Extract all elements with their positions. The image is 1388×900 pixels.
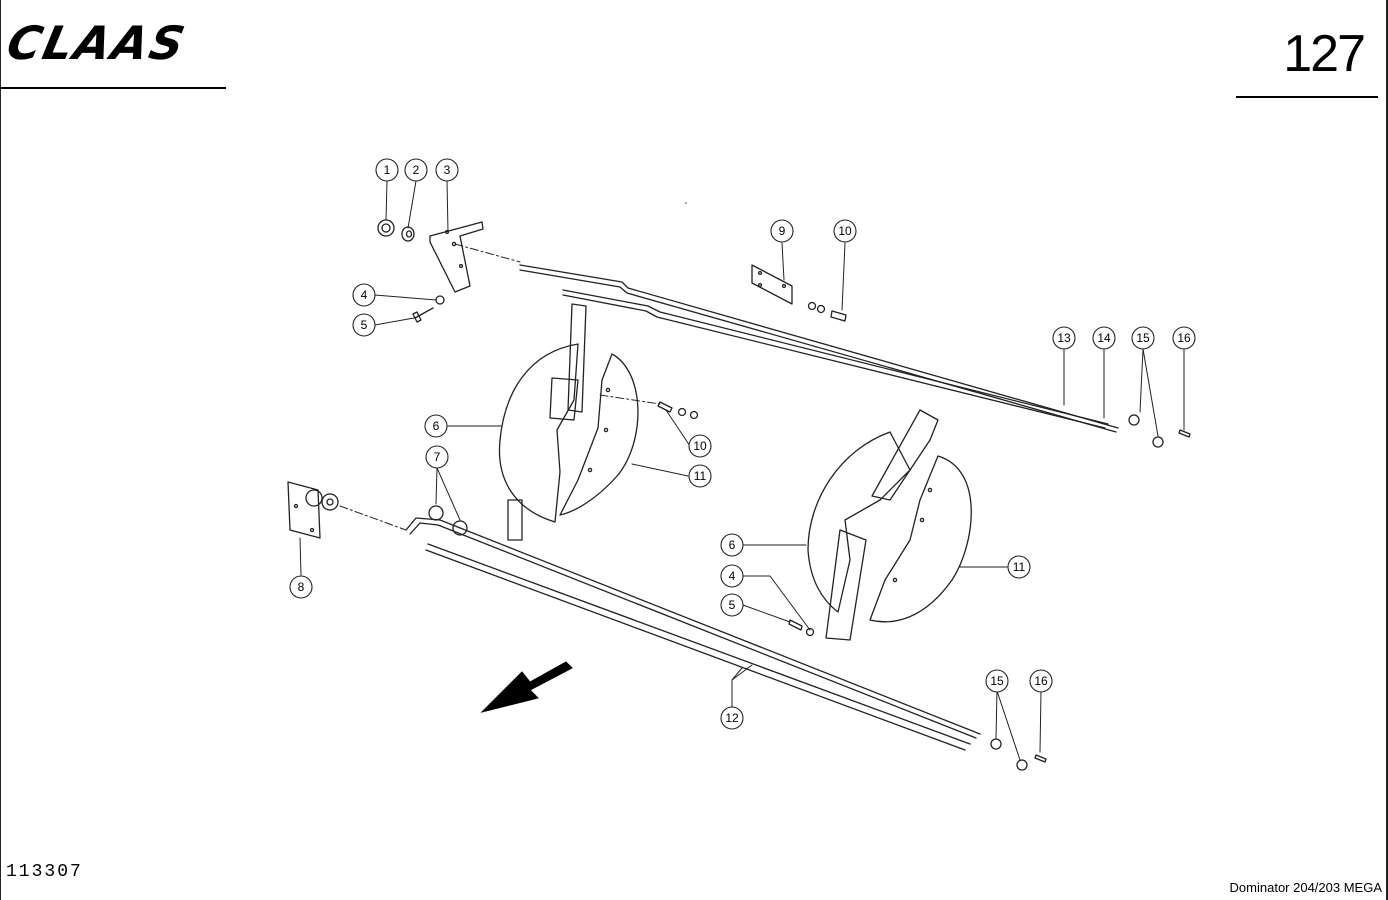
callout-number: 14 bbox=[1097, 331, 1111, 345]
callout-number: 11 bbox=[694, 469, 707, 483]
callout-number: 16 bbox=[1177, 331, 1191, 345]
callout-bubble: 2 bbox=[404, 158, 428, 182]
callout-bubble: 4 bbox=[352, 283, 376, 307]
left-cover bbox=[559, 353, 639, 516]
callout-number: 6 bbox=[433, 419, 440, 433]
callout-bubble: 8 bbox=[289, 575, 313, 599]
callout-bubble: 11 bbox=[1007, 555, 1031, 579]
header-rule-left bbox=[0, 87, 226, 89]
upper-bracket bbox=[429, 221, 484, 293]
upper-plate bbox=[751, 264, 793, 305]
callout-bubble: 9 bbox=[770, 219, 794, 243]
callout-number: 9 bbox=[779, 224, 786, 238]
callout-number: 5 bbox=[361, 318, 368, 332]
callout-bubble: 5 bbox=[352, 313, 376, 337]
callout-bubble: 16 bbox=[1172, 326, 1196, 350]
callout-number: 7 bbox=[434, 450, 441, 464]
callout-bubble: 11 bbox=[688, 464, 712, 488]
left-border bbox=[0, 0, 1, 900]
callout-number: 15 bbox=[1136, 331, 1150, 345]
upper-rod bbox=[519, 264, 1119, 433]
callout-number: 4 bbox=[729, 569, 736, 583]
callout-bubble: 7 bbox=[425, 445, 449, 469]
callout-number: 10 bbox=[838, 224, 852, 238]
callout-bubble: 12 bbox=[720, 706, 744, 730]
callout-bubble: 14 bbox=[1092, 326, 1116, 350]
right-disc bbox=[807, 409, 939, 641]
page-number: 127 bbox=[1283, 25, 1366, 83]
callout-bubble: 13 bbox=[1052, 326, 1076, 350]
callout-bubble: 15 bbox=[1131, 326, 1155, 350]
speck-mark bbox=[685, 202, 687, 204]
callout-bubble: 6 bbox=[720, 533, 744, 557]
small-bolt-upper bbox=[807, 301, 847, 322]
callout-bubble: 16 bbox=[1029, 669, 1053, 693]
callout-number: 1 bbox=[384, 163, 391, 177]
small-bolt-mid bbox=[657, 401, 699, 420]
callout-number: 2 bbox=[413, 163, 420, 177]
left-disc bbox=[498, 303, 587, 541]
callout-number: 10 bbox=[693, 439, 707, 453]
center-lines bbox=[339, 243, 661, 531]
drawing-number: 113307 bbox=[6, 862, 83, 882]
end-parts-lower bbox=[990, 738, 1047, 771]
nut-part bbox=[377, 219, 395, 237]
callout-number: 12 bbox=[725, 711, 739, 725]
direction-arrow-icon bbox=[480, 661, 573, 713]
header-rule-right bbox=[1236, 96, 1378, 98]
callout-bubble: 15 bbox=[985, 669, 1009, 693]
callout-number: 11 bbox=[1013, 560, 1026, 574]
washer-part bbox=[401, 226, 415, 242]
bolt-part bbox=[412, 295, 445, 323]
small-bolt-right bbox=[788, 619, 815, 637]
callout-number: 13 bbox=[1057, 331, 1071, 345]
lower-bracket bbox=[287, 481, 339, 539]
callout-bubble: 10 bbox=[833, 219, 857, 243]
lower-rod bbox=[405, 517, 981, 751]
callout-number: 16 bbox=[1034, 674, 1048, 688]
right-border bbox=[1386, 0, 1388, 900]
callout-number: 8 bbox=[298, 580, 305, 594]
callout-bubble: 1 bbox=[375, 158, 399, 182]
plug-part bbox=[428, 505, 468, 536]
right-cover bbox=[869, 455, 972, 623]
callout-number: 15 bbox=[990, 674, 1004, 688]
callout-number: 6 bbox=[729, 538, 736, 552]
callout-number: 3 bbox=[444, 163, 451, 177]
callout-number: 4 bbox=[361, 288, 368, 302]
callout-bubble: 4 bbox=[720, 564, 744, 588]
leader-lines bbox=[299, 180, 1185, 761]
callout-number: 5 bbox=[729, 598, 736, 612]
callout-bubble: 5 bbox=[720, 593, 744, 617]
model-label: Dominator 204/203 MEGA bbox=[1229, 880, 1382, 895]
callout-bubble: 6 bbox=[424, 414, 448, 438]
callout-bubble: 10 bbox=[688, 434, 712, 458]
end-parts-upper bbox=[1128, 414, 1191, 448]
callout-bubble: 3 bbox=[435, 158, 459, 182]
